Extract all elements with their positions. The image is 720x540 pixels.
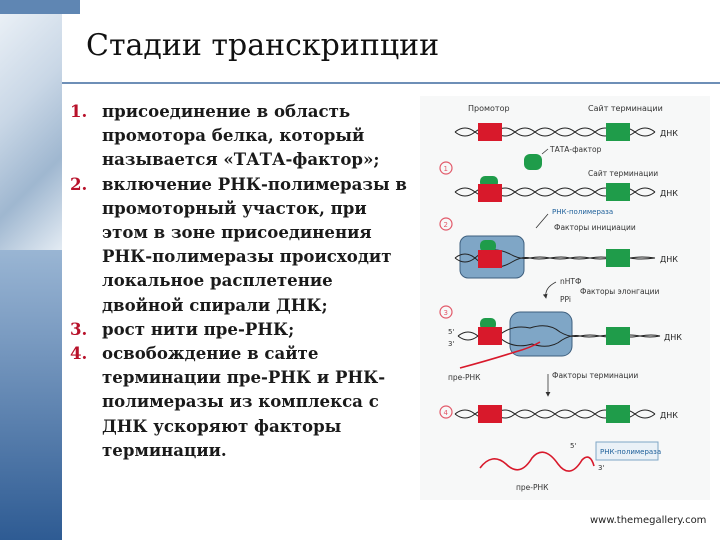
pre-rna-strand — [459, 341, 541, 369]
connector-line — [541, 148, 549, 155]
step-text: присоединение в область промотора белка,… — [102, 101, 380, 170]
transcription-diagram: Промотор Сайт терминации ДНК 1 ТАТА-факт… — [420, 96, 710, 500]
watermark: www.themegallery.com — [590, 515, 707, 526]
promoter-label: Промотор — [468, 104, 510, 113]
termination-box — [606, 327, 630, 345]
tata-factor-label: ТАТА-фактор — [549, 145, 602, 154]
three-prime-label: 3' — [598, 464, 604, 472]
three-prime-label: 3' — [448, 340, 454, 348]
step-number: 1. — [70, 101, 88, 121]
step-number: 2. — [70, 173, 88, 194]
rna-polymerase-label: РНК-полимераза — [552, 208, 613, 216]
step-text: рост нити пре-РНК; — [102, 318, 295, 339]
stage-number: 1 — [444, 165, 448, 173]
termination-factors-label: Факторы терминации — [552, 371, 638, 380]
tata-factor-shape — [480, 240, 496, 252]
list-item: 4. освобождение в сайте терминации пре-Р… — [70, 341, 410, 462]
pre-rna-label: пре-РНК — [516, 483, 549, 492]
polymerase-box — [595, 441, 659, 461]
pre-rna-label: пре-РНК — [448, 373, 481, 382]
five-prime-label: 5' — [570, 442, 576, 450]
dna-label: ДНК — [660, 411, 678, 420]
termination-box — [606, 249, 630, 267]
five-prime-label: 5' — [448, 328, 454, 336]
promoter-box — [478, 123, 502, 141]
connector-line — [535, 213, 549, 229]
ntp-label: nНТФ — [560, 277, 582, 286]
decorative-photo — [0, 0, 62, 250]
list-item: 2. включение РНК-полимеразы в промоторны… — [70, 172, 410, 317]
initiation-factors-label: Факторы инициации — [554, 223, 636, 232]
title-divider — [62, 82, 720, 84]
stage-number: 2 — [444, 221, 448, 229]
stage-marker — [439, 405, 453, 419]
list-item: 3. рост нити пре-РНК; — [70, 317, 410, 341]
dna-label: ДНК — [660, 189, 678, 198]
stage-marker — [439, 217, 453, 231]
step-number: 4. — [70, 343, 88, 364]
termination-site-label-2: Сайт терминации — [588, 169, 658, 178]
promoter-box — [478, 184, 502, 202]
termination-box — [606, 123, 630, 141]
steps-list: 1. присоединение в область промотора бел… — [70, 99, 410, 462]
termination-box — [606, 405, 630, 423]
photo-edge — [0, 0, 80, 14]
tata-factor-shape — [524, 154, 542, 170]
stage-number: 4 — [444, 409, 449, 417]
step-text: включение РНК-полимеразы в промоторный у… — [102, 173, 407, 315]
promoter-box — [478, 327, 502, 345]
ppi-label: PPi — [560, 295, 571, 304]
elongation-factors-label: Факторы элонгации — [580, 287, 660, 296]
dna-label: ДНК — [664, 333, 682, 342]
dna-label: ДНК — [660, 255, 678, 264]
figure-background — [420, 96, 710, 500]
stage-marker — [439, 305, 453, 319]
stage-number: 3 — [444, 309, 448, 317]
step-number: 3. — [70, 318, 88, 339]
termination-site-label: Сайт терминации — [588, 104, 663, 113]
dna-label: ДНК — [660, 129, 678, 138]
rna-polymerase-label: РНК-полимераза — [600, 448, 661, 456]
stage-marker — [439, 161, 453, 175]
slide-title: Стадии транскрипции — [86, 28, 440, 63]
termination-box — [606, 183, 630, 201]
list-item: 1. присоединение в область промотора бел… — [70, 99, 410, 172]
arrow — [542, 281, 557, 299]
promoter-box — [478, 250, 502, 268]
step-text: освобождение в сайте терминации пре-РНК … — [102, 343, 386, 460]
released-rna — [479, 451, 595, 472]
promoter-box — [478, 405, 502, 423]
